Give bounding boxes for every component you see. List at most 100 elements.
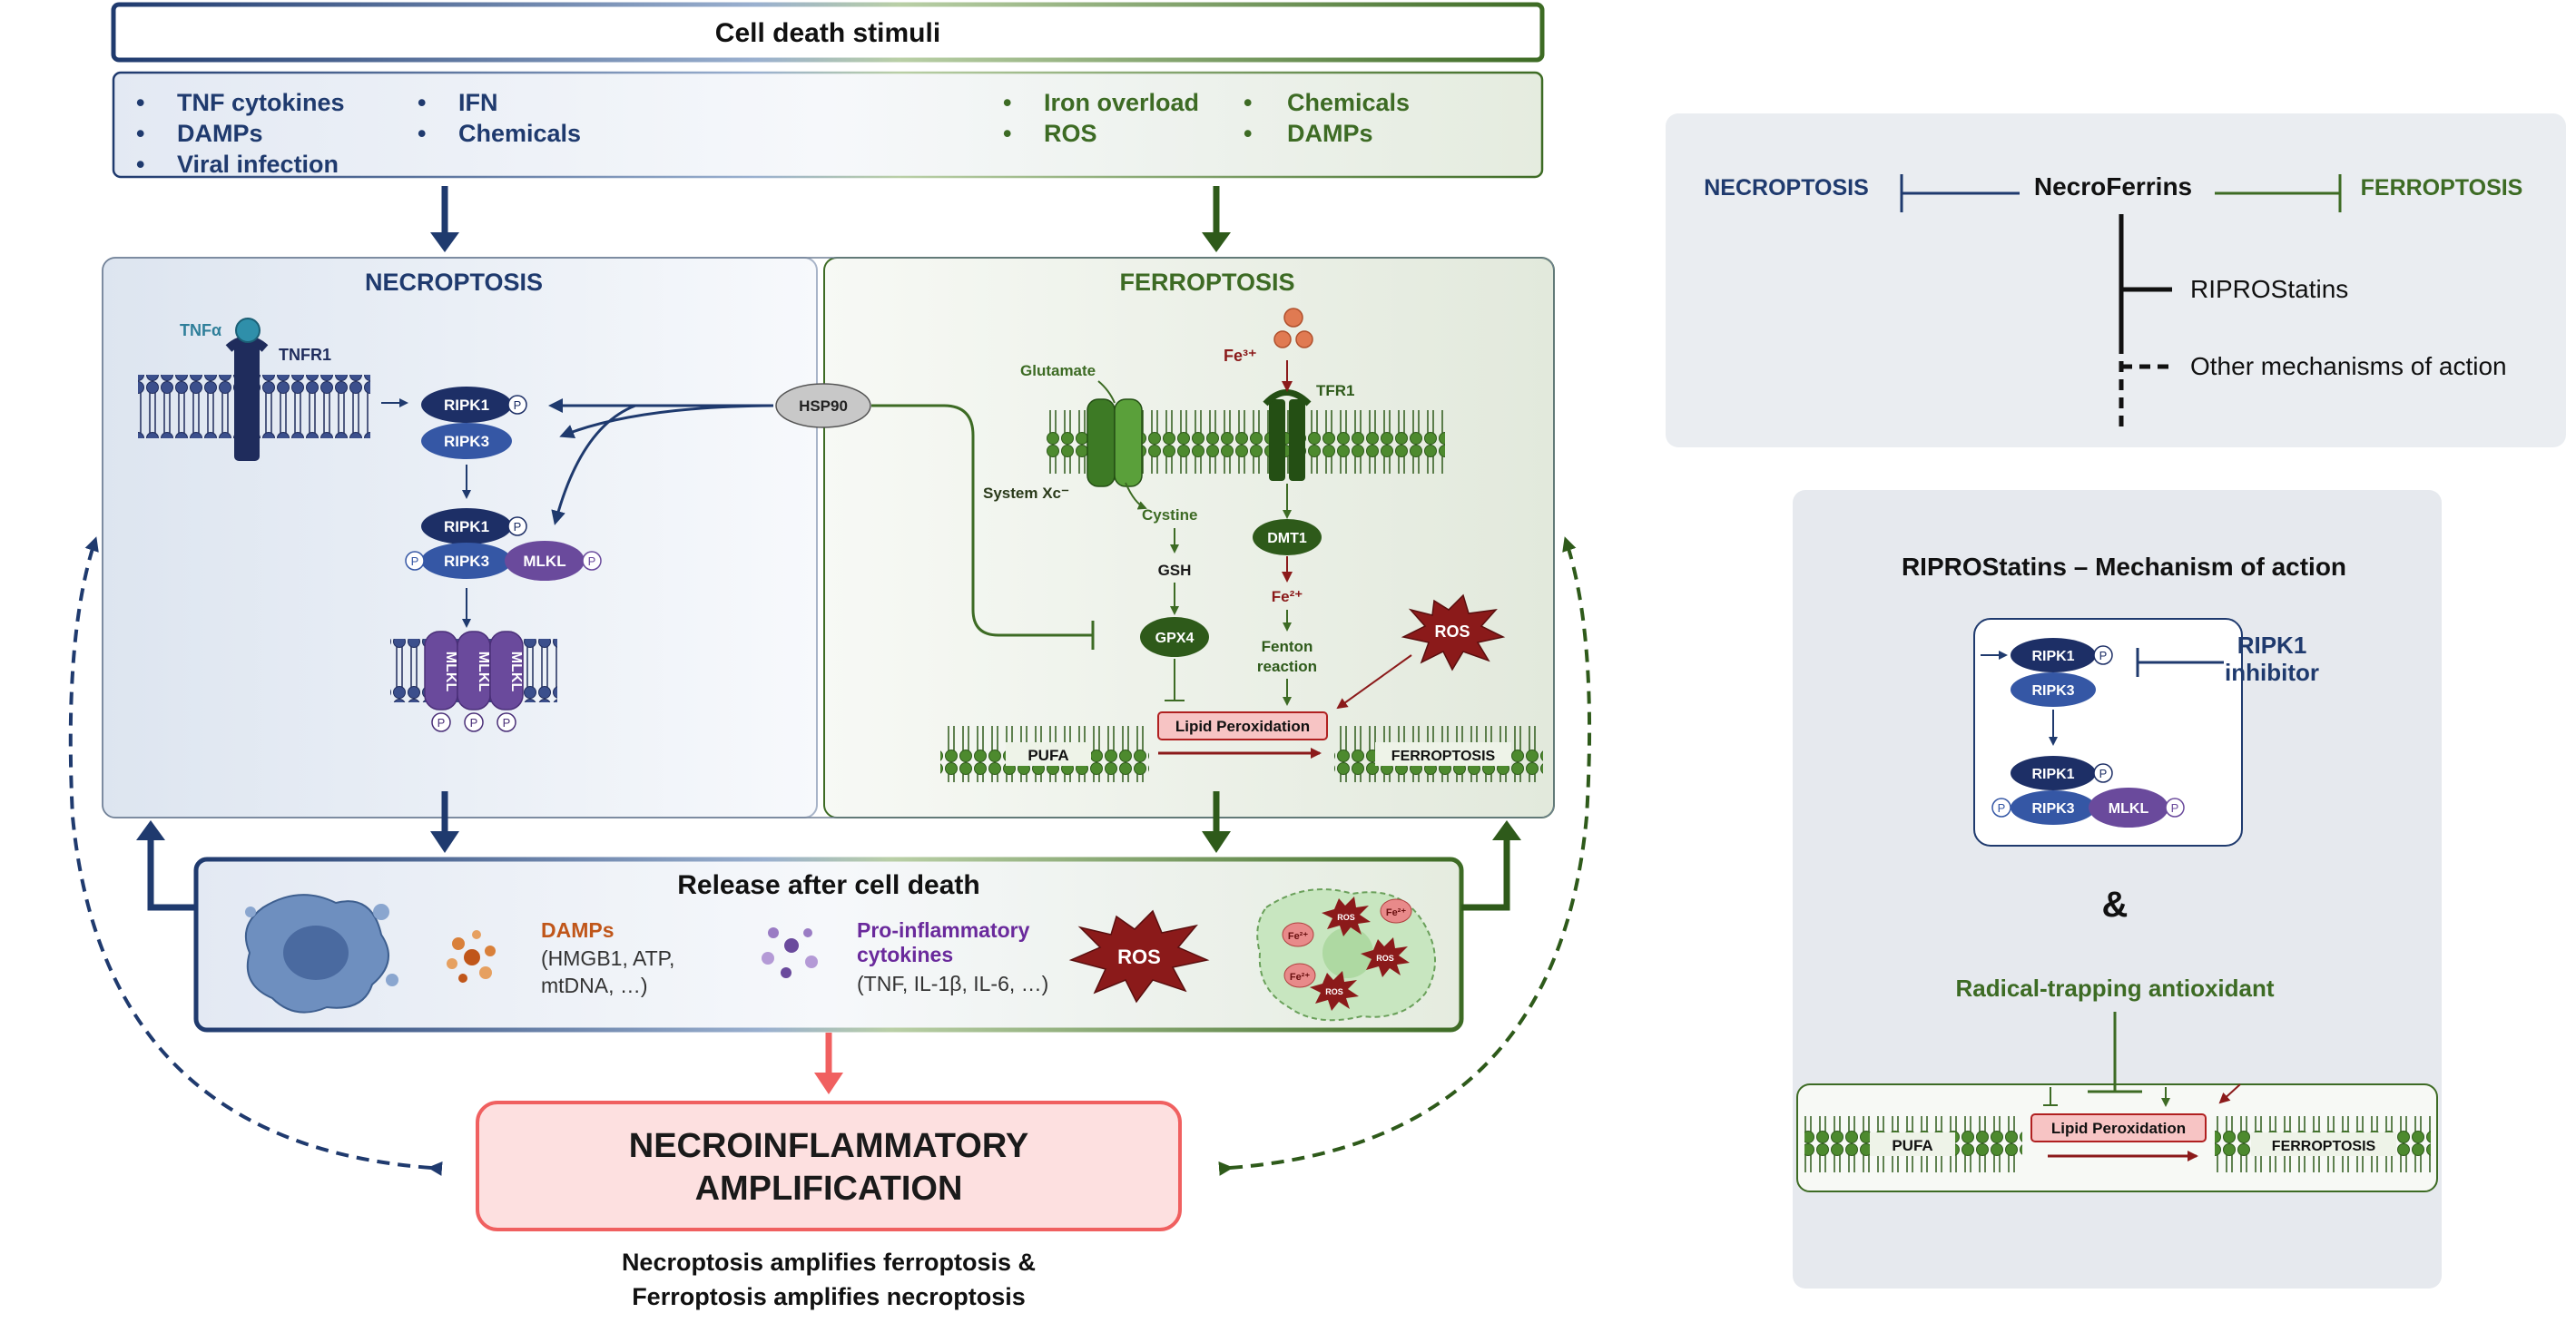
necroptosis-membrane: TNFα TNFR1 — [138, 318, 370, 461]
necroferrins-center-label: NecroFerrins — [2034, 172, 2192, 201]
ripk1-label: RIPK1 — [2031, 767, 2074, 782]
amplification-box: NECROINFLAMMATORY AMPLIFICATION — [476, 1101, 1182, 1231]
ferroptotic-cell-icon: Fe²⁺ Fe²⁺ Fe²⁺ ROS ROS ROS — [1256, 888, 1436, 1022]
arrow-head — [1492, 820, 1521, 840]
ampersand: & — [2102, 885, 2129, 925]
feedback-arrow-necroptosis — [147, 837, 196, 911]
stimuli-title: Cell death stimuli — [715, 18, 940, 48]
left-stimulus: Chemicals — [458, 120, 581, 147]
damps-detail: mtDNA, …) — [541, 974, 648, 997]
release-title: Release after cell death — [677, 870, 980, 900]
bullet: • — [418, 89, 426, 116]
bullet: • — [1244, 120, 1252, 147]
bullet: • — [1003, 120, 1011, 147]
ferroptosis-membrane-label: FERROPTOSIS — [2272, 1139, 2376, 1154]
stimuli-header: Cell death stimuli — [111, 2, 1545, 63]
necroferrins-panel: NECROPTOSIS NecroFerrins FERROPTOSIS RIP… — [1666, 113, 2566, 447]
ripk1-label: RIPK1 — [2031, 649, 2074, 664]
phospho-label: P — [470, 716, 478, 730]
feedback-arrow-ferroptosis — [1461, 837, 1510, 911]
arrow — [1097, 380, 1116, 404]
gsh-label: GSH — [1158, 562, 1192, 579]
ripk3-label: RIPK3 — [444, 553, 489, 570]
necroptosis-title: NECROPTOSIS — [365, 269, 543, 296]
hsp90-node: HSP90 — [775, 383, 871, 428]
right-stimulus: Iron overload — [1044, 89, 1199, 116]
mlkl-label: MLKL — [508, 652, 524, 692]
cytokines-title: cytokines — [857, 943, 953, 966]
tnfr1-receptor — [234, 345, 260, 461]
ripk-complex-1: RIPK1 RIPK3 P — [421, 387, 527, 459]
ferroptosis-title: FERROPTOSIS — [1119, 269, 1294, 296]
arrow-head — [1202, 831, 1231, 853]
ros-label: ROS — [1117, 946, 1161, 968]
dashed-feedback-ferroptosis — [1218, 536, 1592, 1176]
dmt1-node: DMT1 — [1253, 519, 1322, 555]
hsp90-to-gpx4-inhibit — [871, 404, 1093, 637]
ros-burst-icon: ROS — [1068, 909, 1210, 1004]
bullet: • — [136, 120, 144, 147]
left-stimulus: DAMPs — [177, 120, 263, 147]
ripk3-label: RIPK3 — [2031, 801, 2074, 817]
ferroptosis-membrane — [1046, 389, 1445, 487]
amplification-title: NECROINFLAMMATORY — [629, 1127, 1029, 1165]
damps-particles-icon — [447, 930, 496, 983]
mechanism-complex-box: RIPK1 P RIPK3 RIPK1 P RIPK3 P MLKL P — [1973, 618, 2243, 847]
phospho-label: P — [2171, 801, 2179, 815]
inhibitor-label: RIPK1 — [2237, 632, 2307, 659]
ros-label: ROS — [1325, 987, 1343, 996]
tnfa-label: TNFα — [180, 321, 221, 339]
hsp90-label: HSP90 — [799, 397, 848, 415]
ros-label: ROS — [1337, 913, 1355, 922]
fenton-label: reaction — [1257, 658, 1317, 675]
ripk1-label: RIPK1 — [444, 397, 489, 414]
fe-label: Fe²⁺ — [1290, 972, 1311, 983]
gpx4-label: GPX4 — [1155, 631, 1195, 646]
bullet: • — [1003, 89, 1011, 116]
lipid-peroxidation-label: Lipid Peroxidation — [2051, 1120, 2186, 1137]
cytokines-title: Pro-inflammatory — [857, 918, 1030, 942]
arrow-head — [136, 820, 165, 840]
necroferrins-left-label: NECROPTOSIS — [1704, 175, 1869, 201]
phospho-label: P — [503, 716, 511, 730]
right-stimulus: DAMPs — [1287, 120, 1373, 147]
fe-label: Fe²⁺ — [1386, 907, 1407, 918]
phospho-label: P — [2099, 649, 2108, 662]
amplification-title: AMPLIFICATION — [695, 1170, 963, 1208]
antioxidant-label: Radical-trapping antioxidant — [1955, 975, 2274, 1002]
cytokine-particles-icon — [762, 927, 818, 978]
inhibitor-label: inhibitor — [2225, 659, 2319, 686]
phospho-label: P — [514, 398, 522, 412]
ferroptotic-membrane: FERROPTOSIS — [1334, 726, 1543, 782]
ros-label: ROS — [1376, 954, 1394, 963]
ferroptosis-membrane-label: FERROPTOSIS — [1391, 749, 1496, 764]
right-stimulus: ROS — [1044, 120, 1097, 147]
dashed-feedback-necroptosis — [68, 536, 443, 1176]
fenton-label: Fenton — [1262, 638, 1313, 655]
arrow-head — [430, 831, 459, 853]
necroferrins-right-label: FERROPTOSIS — [2361, 175, 2523, 201]
gpx4-node: GPX4 — [1140, 617, 1209, 657]
iron-particles-icon — [1273, 308, 1313, 348]
arrow — [1125, 482, 1147, 510]
pufa-membrane: PUFA — [940, 726, 1149, 782]
damps-title: DAMPs — [541, 918, 615, 942]
fe2-label: Fe²⁺ — [1272, 588, 1303, 605]
lipid-peroxidation-box: Lipid Peroxidation — [1157, 711, 1328, 740]
ripro-label: RIPROStatins — [2190, 275, 2348, 303]
tfr1-label: TFR1 — [1316, 382, 1355, 399]
glutamate-label: Glutamate — [1020, 362, 1096, 379]
pufa-label: PUFA — [1027, 747, 1068, 764]
dmt1-label: DMT1 — [1267, 531, 1307, 546]
antioxidant-lipid-box: PUFA FERROPTOSIS Lipid Peroxidation — [1796, 1083, 2438, 1192]
phospho-label: P — [438, 716, 446, 730]
mlkl-label: MLKL — [2109, 801, 2149, 817]
bullet: • — [1244, 89, 1252, 116]
phospho-label: P — [588, 554, 596, 568]
phospho-label: P — [514, 520, 522, 534]
left-stimulus: TNF cytokines — [177, 89, 345, 116]
arrow-head — [814, 1073, 843, 1094]
ripk3-label: RIPK3 — [2031, 683, 2074, 699]
tnfr1-label: TNFR1 — [279, 346, 331, 364]
